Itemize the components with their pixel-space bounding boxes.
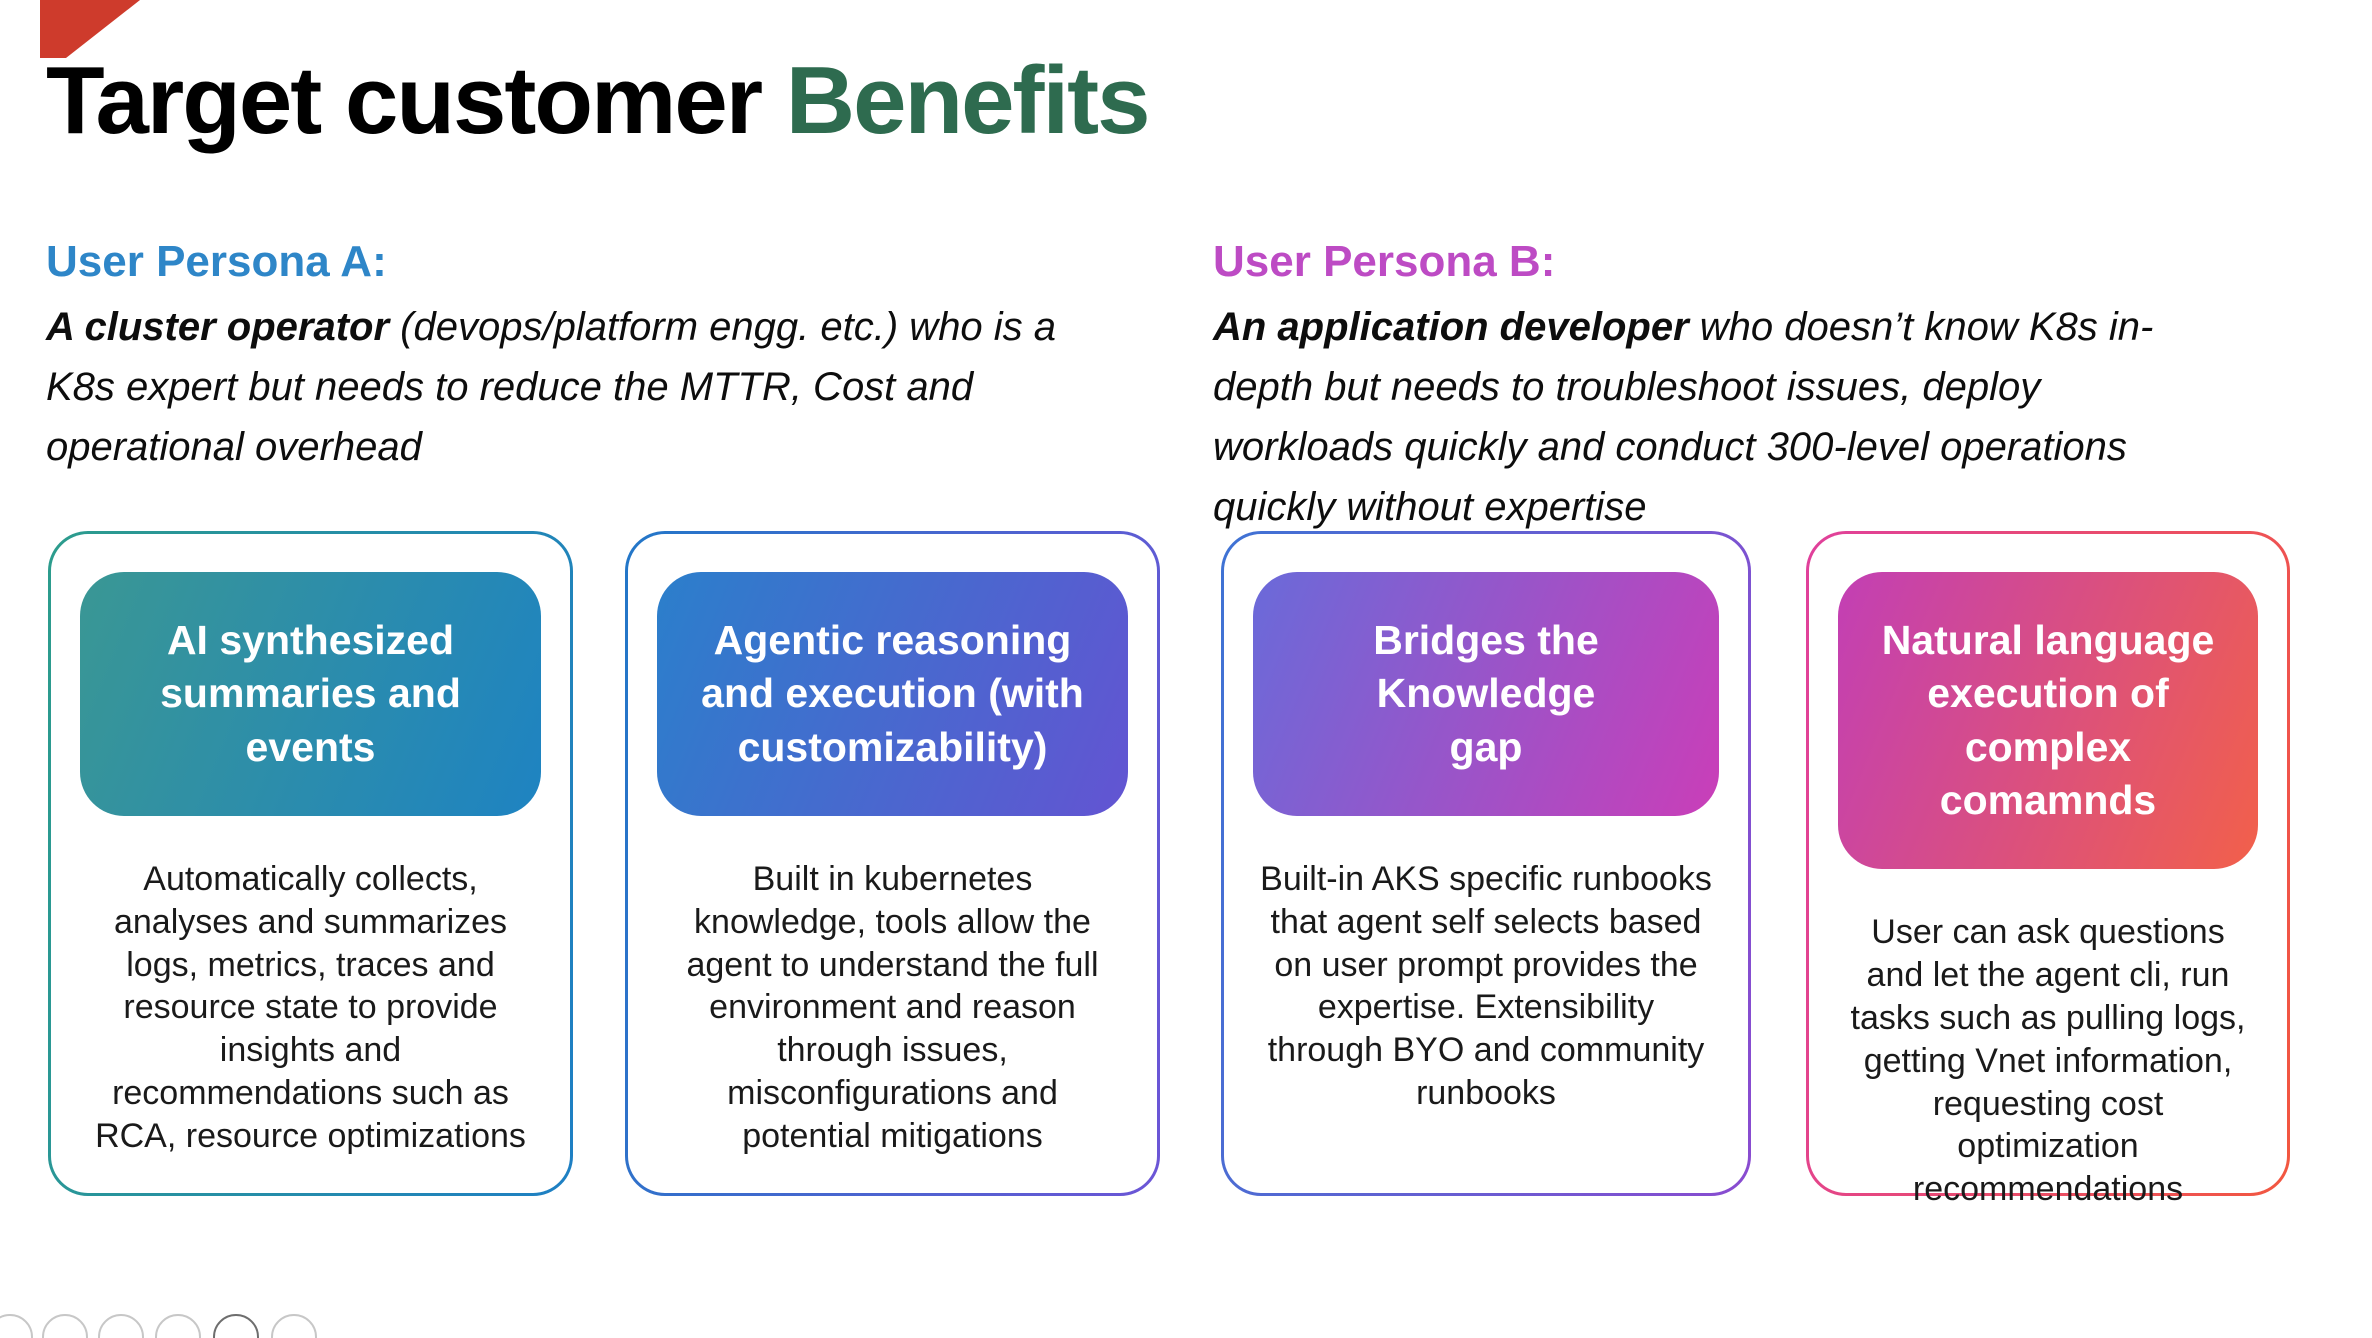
- benefit-card-agentic-reasoning-header: Agentic reasoning and execution (with cu…: [657, 572, 1128, 816]
- benefit-card-agentic-reasoning-inner: Agentic reasoning and execution (with cu…: [628, 534, 1157, 1193]
- benefit-card-ai-summaries-header: AI synthesized summaries and events: [80, 572, 541, 816]
- persona-b-rest: who doesn’t know K8s in-depth but needs …: [1213, 304, 2154, 529]
- persona-b-heading: User Persona B:: [1213, 237, 1556, 286]
- benefit-card-knowledge-gap-body: Built-in AKS specific runbooks that agen…: [1260, 859, 1712, 1113]
- benefit-card-knowledge-gap-title: Bridges the Knowledge gap: [1373, 617, 1599, 770]
- circle-button-5-icon[interactable]: [213, 1314, 259, 1338]
- benefit-card-agentic-reasoning-body: Built in kubernetes knowledge, tools all…: [686, 859, 1099, 1155]
- circle-button-3-icon[interactable]: [98, 1314, 144, 1338]
- circle-button-4-icon[interactable]: [155, 1314, 201, 1338]
- benefit-card-natural-language-inner: Natural language execution of complex co…: [1809, 534, 2287, 1208]
- benefit-card-knowledge-gap-inner: Bridges the Knowledge gap Built-in AKS s…: [1224, 534, 1748, 1193]
- circle-button-6-icon[interactable]: [271, 1314, 317, 1338]
- benefit-card-ai-summaries-body: Automatically collects, analyses and sum…: [95, 859, 526, 1155]
- persona-a-description: A cluster operator (devops/platform engg…: [46, 297, 1061, 477]
- title-text: Target customer: [46, 47, 786, 154]
- benefit-card-natural-language-header: Natural language execution of complex co…: [1838, 572, 2258, 870]
- benefit-card-natural-language-title: Natural language execution of complex co…: [1881, 617, 2215, 823]
- benefit-card-natural-language-body: User can ask questions and let the agent…: [1850, 913, 2246, 1209]
- benefit-card-ai-summaries-inner: AI synthesized summaries and events Auto…: [51, 534, 570, 1193]
- benefit-card-agentic-reasoning-title: Agentic reasoning and execution (with cu…: [701, 617, 1084, 770]
- circle-button-2-icon[interactable]: [42, 1314, 88, 1338]
- persona-b-lead: An application developer: [1213, 304, 1689, 349]
- benefit-card-natural-language: Natural language execution of complex co…: [1806, 531, 2290, 1208]
- benefit-card-agentic-reasoning: Agentic reasoning and execution (with cu…: [625, 531, 1160, 1196]
- persona-a-lead: A cluster operator: [46, 304, 390, 349]
- benefit-card-knowledge-gap-header: Bridges the Knowledge gap: [1253, 572, 1719, 816]
- benefit-card-ai-summaries-title: AI synthesized summaries and events: [160, 617, 461, 770]
- title-accent-text: Benefits: [785, 47, 1151, 154]
- persona-a-heading: User Persona A:: [46, 237, 387, 286]
- persona-b-description: An application developer who doesn’t kno…: [1213, 297, 2213, 537]
- benefit-card-ai-summaries: AI synthesized summaries and events Auto…: [48, 531, 573, 1196]
- benefit-card-knowledge-gap: Bridges the Knowledge gap Built-in AKS s…: [1221, 531, 1751, 1196]
- persona-b-block: User Persona B: An application developer…: [1213, 236, 2213, 537]
- persona-a-rest: (devops/platform engg. etc.) who is a K8…: [46, 304, 1057, 469]
- circle-button-1-icon[interactable]: [0, 1314, 33, 1338]
- persona-a-block: User Persona A: A cluster operator (devo…: [46, 236, 1061, 477]
- page-title: Target customer Benefits: [46, 47, 1151, 154]
